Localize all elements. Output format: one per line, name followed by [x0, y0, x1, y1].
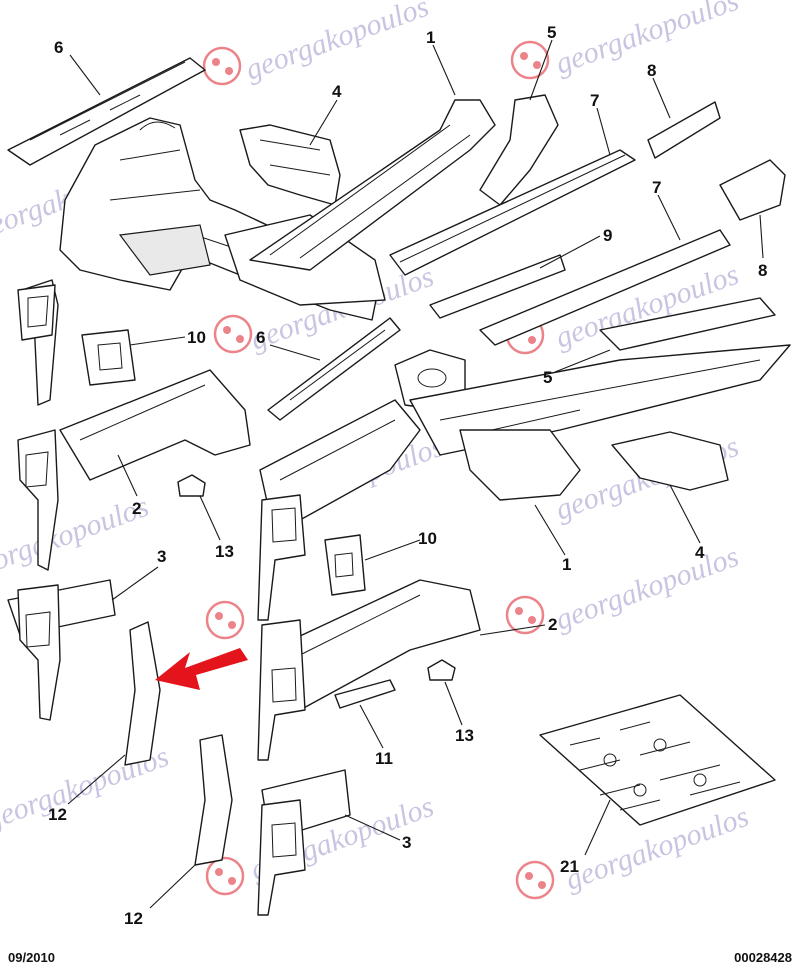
part-12-left [124, 621, 161, 766]
callout-13: 13 [215, 542, 234, 561]
part-3-left [7, 579, 116, 721]
watermark-lower-right: georgakopoulos [505, 540, 743, 637]
callout-3: 3 [157, 547, 166, 566]
highlight-arrow-icon [155, 648, 248, 690]
watermark-logo-icon [510, 40, 550, 80]
callout-3: 3 [402, 833, 411, 852]
leader-lines [67, 39, 764, 909]
part-13-left [177, 474, 206, 497]
callout-21: 21 [560, 857, 579, 876]
part-10-top [81, 329, 136, 386]
callout-2: 2 [132, 499, 141, 518]
center-rail-assembly [257, 399, 421, 621]
part-21-kit [539, 694, 776, 826]
watermark-text: georgakopoulos [0, 490, 153, 587]
callout-13: 13 [455, 726, 474, 745]
watermark-logo-icon [213, 314, 253, 354]
part-8-top [647, 101, 721, 159]
callout-labels: 6 1 5 4 7 8 7 9 8 10 6 5 2 13 1 4 3 10 2… [48, 23, 767, 928]
part-4-top [239, 124, 341, 206]
callout-4: 4 [695, 543, 705, 562]
part-6-mid [267, 317, 401, 421]
floor-rail-assembly-mid [394, 344, 791, 501]
diagram-date: 09/2010 [8, 950, 55, 965]
part-11 [334, 679, 396, 709]
watermark-text: georgakopoulos [551, 540, 743, 637]
callout-8: 8 [647, 61, 656, 80]
callout-7: 7 [590, 91, 599, 110]
callout-4: 4 [332, 82, 342, 101]
part-10-center [324, 534, 366, 596]
diagram-code: 00028428 [734, 950, 792, 965]
watermark-top: georgakopoulos [202, 0, 433, 87]
part-9 [429, 254, 566, 319]
callout-5: 5 [547, 23, 556, 42]
part-5-top [479, 94, 559, 206]
part-2-center-rail [257, 579, 481, 761]
callout-11: 11 [375, 749, 393, 768]
part-2-left-rail [17, 369, 251, 571]
part-13-right [427, 659, 456, 681]
part-5-mid [599, 297, 776, 351]
watermark-logo-icon [202, 46, 242, 86]
part-8-right [719, 159, 786, 221]
part-7-top [389, 149, 636, 276]
callout-1: 1 [562, 555, 571, 574]
part-4-right [611, 431, 729, 491]
callout-10: 10 [187, 328, 206, 347]
watermark-logo-icon [515, 860, 555, 900]
callout-6: 6 [256, 328, 265, 347]
part-1-top [249, 99, 496, 271]
callout-9: 9 [603, 226, 612, 245]
callout-2: 2 [548, 615, 557, 634]
front-structure-assembly-top [7, 57, 386, 406]
watermark-logo-icon [505, 595, 545, 635]
callout-12: 12 [124, 909, 143, 928]
watermark-logo-icon [205, 856, 245, 896]
watermark-logo-icon [205, 600, 245, 640]
callout-10: 10 [418, 529, 437, 548]
part-7-mid [479, 229, 731, 346]
callout-12: 12 [48, 805, 67, 824]
callout-7: 7 [652, 178, 661, 197]
callout-8: 8 [758, 261, 767, 280]
watermark-text: georgakopoulos [241, 0, 433, 87]
part-12-bottom [194, 734, 233, 866]
callout-6: 6 [54, 38, 63, 57]
callout-1: 1 [426, 28, 435, 47]
callout-5: 5 [543, 368, 552, 387]
part-3-center [257, 769, 351, 916]
